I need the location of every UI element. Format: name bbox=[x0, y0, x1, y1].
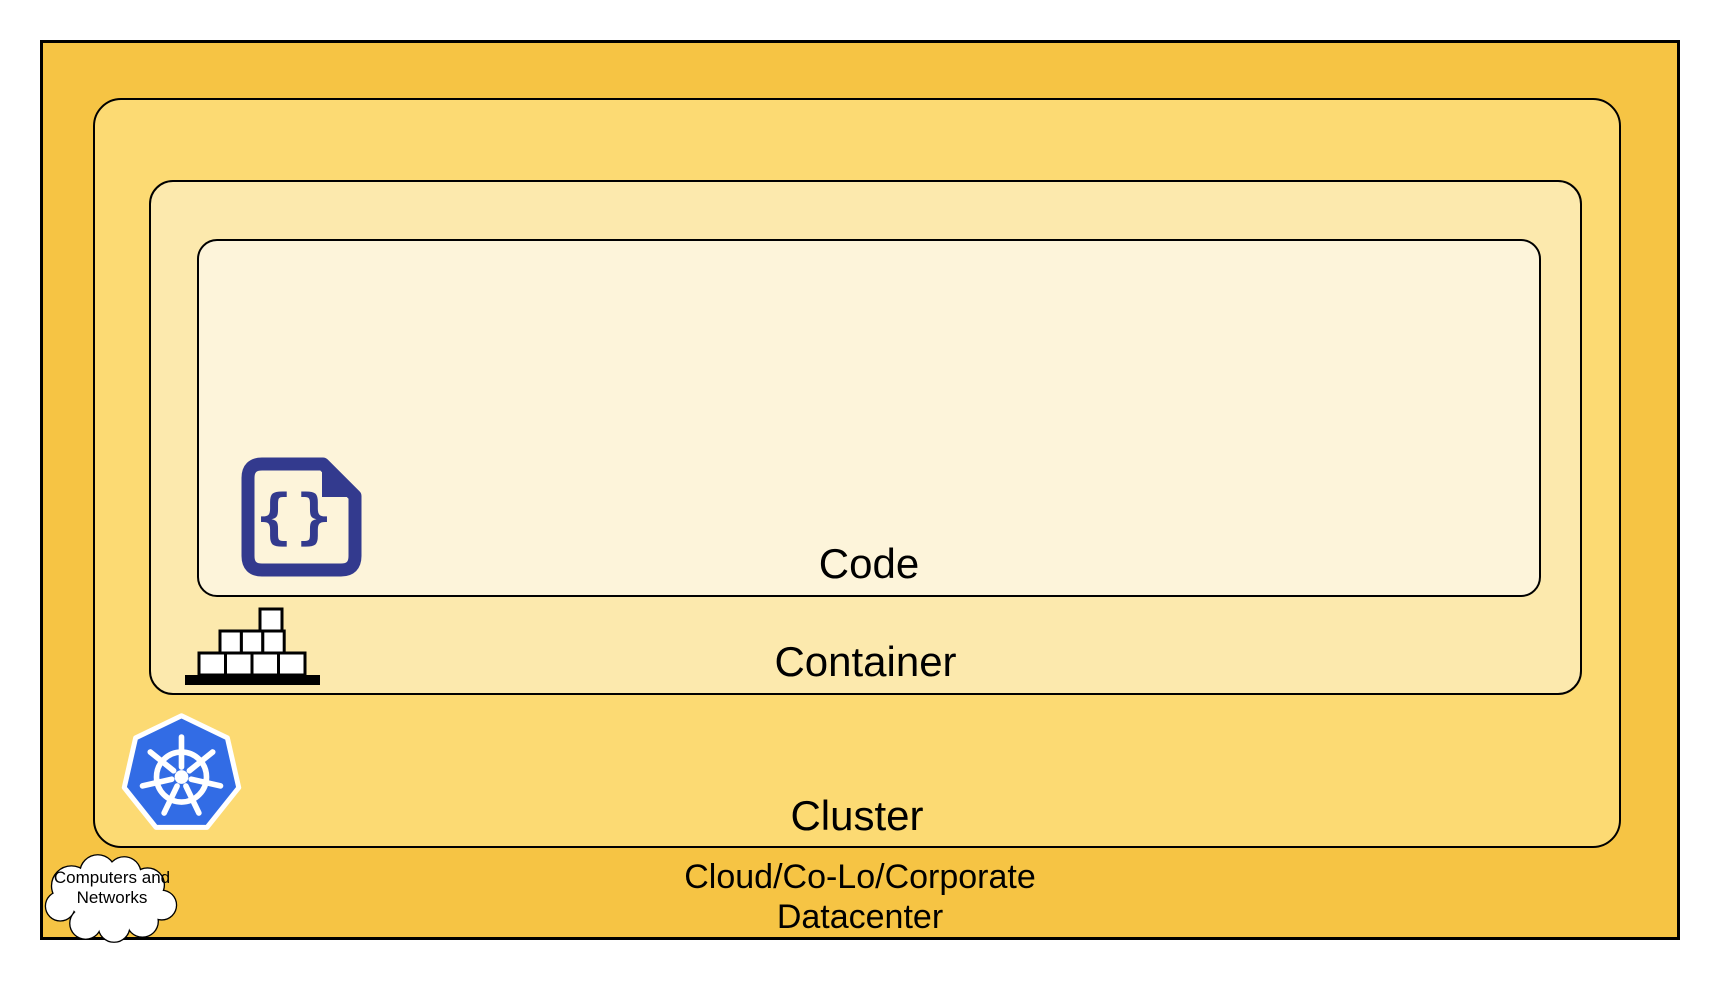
cloud-icon bbox=[44, 854, 178, 943]
layer-datacenter-box: {} Code bbox=[40, 40, 1680, 943]
kubernetes-helm-wheel bbox=[139, 734, 224, 816]
container-stack-icon bbox=[185, 607, 320, 685]
layer-code-box: {} Code bbox=[197, 239, 1541, 597]
layer-cluster-box: {} Code bbox=[93, 98, 1621, 848]
code-braces-glyph: {} bbox=[256, 482, 336, 552]
code-file-icon: {} bbox=[241, 457, 362, 577]
container-label: Container bbox=[774, 637, 957, 685]
datacenter-label-line1: Cloud/Co-Lo/Corporate bbox=[684, 858, 1036, 897]
cloud-text-line2: Networks bbox=[76, 888, 148, 907]
code-label: Code bbox=[818, 539, 920, 587]
cloud-callout-text: Computers and Networks bbox=[41, 868, 183, 908]
cloud-callout: Computers and Networks bbox=[41, 851, 183, 945]
kubernetes-icon bbox=[121, 713, 242, 830]
layer-container-box: {} Code bbox=[149, 180, 1582, 695]
cluster-label: Cluster bbox=[790, 791, 924, 839]
cloud-text-line1: Computers and bbox=[53, 868, 171, 887]
datacenter-label-line2: Datacenter bbox=[776, 897, 944, 936]
datacenter-label: Cloud/Co-Lo/Corporate Datacenter bbox=[43, 858, 1677, 937]
